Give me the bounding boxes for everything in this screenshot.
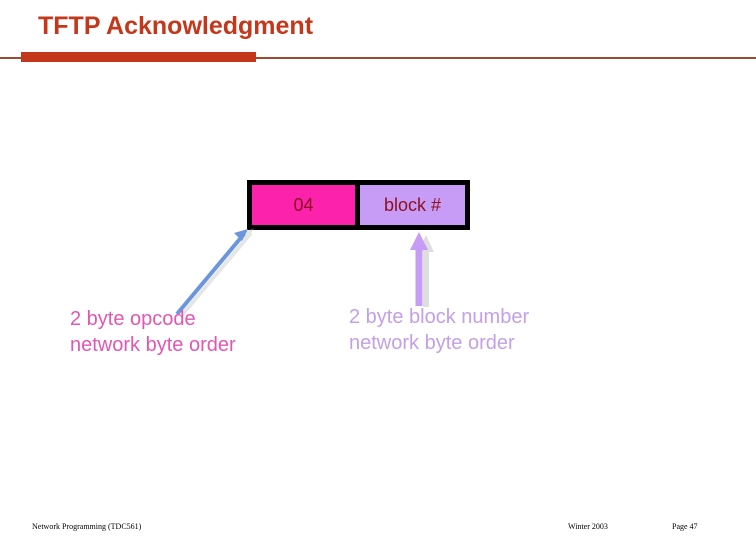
block-number-arrow-shadow: [418, 235, 434, 307]
packet-field-block-number: block #: [360, 185, 465, 225]
packet-field-opcode-label: 04: [293, 194, 314, 215]
callout-block-number-line2: network byte order: [349, 331, 515, 354]
packet-field-opcode: 04: [252, 185, 355, 225]
title-underline-thin: [0, 57, 756, 59]
callout-opcode-line1: 2 byte opcode: [70, 308, 196, 330]
footer-course: Network Programming (TDC561): [32, 522, 142, 531]
page-title: TFTP Acknowledgment: [38, 12, 314, 40]
footer-term: Winter 2003: [568, 522, 608, 531]
callout-block-number: 2 byte block number network byte order: [349, 305, 529, 356]
block-number-arrow: [410, 232, 428, 306]
tftp-acknowledgment-packet: 04 block #: [247, 180, 470, 230]
opcode-arrow-shadow: [180, 228, 254, 317]
footer-page-number: Page 47: [672, 522, 698, 531]
packet-field-block-number-label: block #: [383, 194, 442, 215]
callout-opcode-line2: network byte order: [70, 333, 236, 356]
callout-opcode: 2 byte opcode network byte order: [70, 307, 236, 358]
title-underline-thick: [21, 52, 256, 62]
callout-block-number-line1: 2 byte block number: [349, 306, 530, 328]
opcode-arrow: [175, 229, 248, 316]
